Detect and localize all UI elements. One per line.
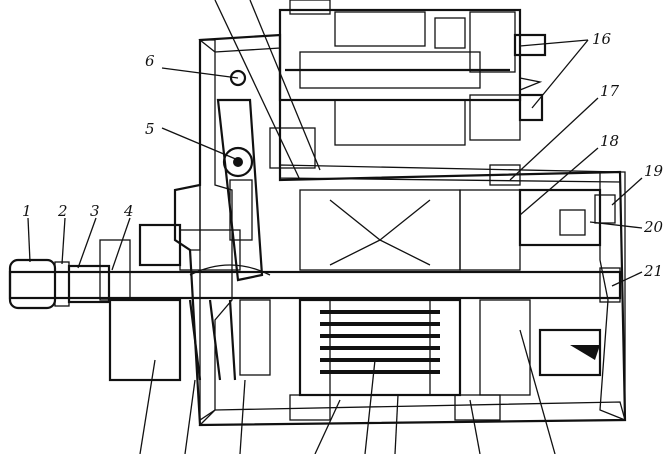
motor-housing [173, 33, 627, 427]
solenoid [269, 0, 522, 169]
label-3: 3 [90, 202, 100, 220]
part-labels: 1 2 3 4 5 6 16 17 18 19 20 21 [22, 30, 664, 280]
label-1: 1 [22, 202, 32, 220]
label-17: 17 [600, 82, 620, 100]
label-19: 19 [644, 162, 664, 180]
label-6: 6 [145, 52, 155, 70]
label-4: 4 [123, 202, 134, 220]
leader-lines [27, 0, 643, 454]
label-2: 2 [57, 202, 68, 220]
shaft [8, 258, 622, 310]
pinion-clutch [99, 223, 271, 382]
brush-holders [489, 164, 616, 377]
terminal-bolts [513, 33, 547, 122]
label-20: 20 [643, 218, 664, 236]
label-5: 5 [145, 120, 155, 138]
label-18: 18 [600, 132, 619, 150]
armature [289, 189, 531, 421]
label-16: 16 [592, 30, 612, 48]
label-21: 21 [643, 262, 663, 280]
